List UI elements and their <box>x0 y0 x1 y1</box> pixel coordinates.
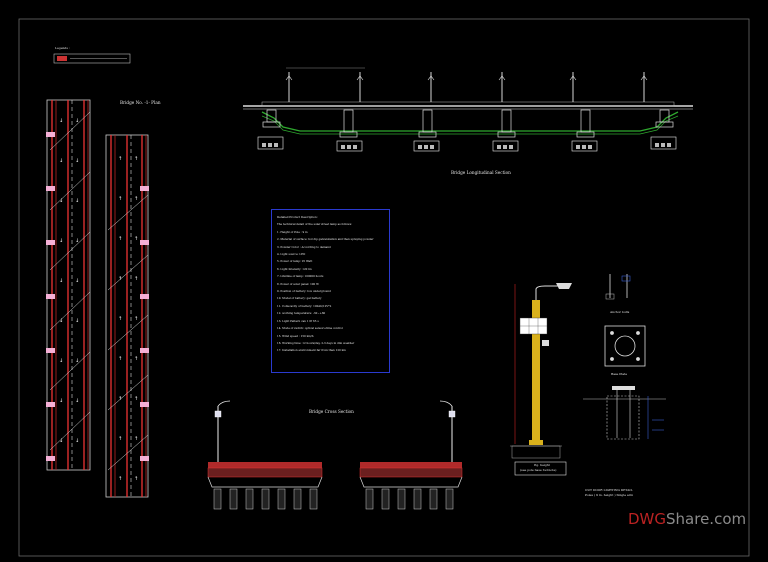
svg-text:↑: ↑ <box>118 276 122 282</box>
base-plate-label: Base Plate <box>611 372 628 376</box>
battery-box <box>542 340 549 346</box>
svg-text:↑: ↑ <box>134 276 138 282</box>
anchor-bolts-detail <box>605 274 631 300</box>
svg-text:↑: ↑ <box>118 316 122 322</box>
legend-block <box>53 53 131 64</box>
svg-text:↓: ↓ <box>75 238 79 244</box>
ftg-note-label: (see pole base footnote) <box>520 468 557 472</box>
spec-item: 10. Model of battery: gel battery <box>277 296 322 301</box>
sheet-border <box>18 18 750 557</box>
longitudinal-piles <box>257 136 677 152</box>
svg-text:↑: ↑ <box>134 436 138 442</box>
spec-item: 11. Collecavity of battery: 100Ah/12V*2 <box>277 303 332 308</box>
spec-item: 1. Height of Pole : 9 m <box>277 229 308 234</box>
svg-text:↓: ↓ <box>59 318 63 324</box>
spec-item: 15. Wind speed : 150 km/h <box>277 333 314 338</box>
spec-item: 6. Light Intensity: 120 lm <box>277 266 312 271</box>
ftg-height-label: ftg. height <box>534 463 550 467</box>
watermark-part2: Share.com <box>666 510 747 528</box>
watermark-part1: DWG <box>628 510 667 528</box>
svg-text:↓: ↓ <box>59 238 63 244</box>
lighting-pole-elevation <box>510 283 572 476</box>
svg-text:↑: ↑ <box>118 476 122 482</box>
cross-section-title: Bridge Cross Section <box>309 409 354 414</box>
svg-text:↓: ↓ <box>75 198 79 204</box>
svg-text:↓: ↓ <box>75 118 79 124</box>
svg-text:↑: ↑ <box>118 236 122 242</box>
spec-item: 9. Position of battery: box underground <box>277 289 331 294</box>
lamp-head <box>556 283 572 289</box>
svg-text:↓: ↓ <box>75 318 79 324</box>
spec-item: 7. Lifetime of lamp: 100000 hours <box>277 274 324 279</box>
spec-item: 2. Material of surface: hot dip galvaniz… <box>277 237 374 242</box>
svg-text:↑: ↑ <box>134 396 138 402</box>
svg-text:↑: ↑ <box>118 196 122 202</box>
svg-text:↓: ↓ <box>75 438 79 444</box>
legend-title: Legends : <box>55 46 70 50</box>
svg-text:↑: ↑ <box>134 196 138 202</box>
bridge-plan-right: ↑ ↑ ↑ ↑ ↑ ↑ ↑ ↑ ↑ ↑ ↑ ↑ ↑ ↑ ↑ ↑ ↑ ↑ <box>105 134 149 498</box>
svg-text:↑: ↑ <box>118 356 122 362</box>
product-description-box: Detailed Product Description: The techni… <box>271 209 390 373</box>
plan-title: Bridge No. -1- Plan <box>120 100 161 105</box>
svg-text:↑: ↑ <box>118 396 122 402</box>
spec-item: 12. working temperature: -30~+60 <box>277 311 326 316</box>
spec-item: 5. Power of lamp: 25 Watt <box>277 259 313 264</box>
svg-text:↑: ↑ <box>134 156 138 162</box>
spec-item: 14. Mode of switch: optical sensor+time … <box>277 326 343 331</box>
svg-text:↑: ↑ <box>118 436 122 442</box>
spec-item: 8. Power of solar panel: 100 W <box>277 281 319 286</box>
lighting-detail-title: OUT DOOR LIGHTING DETAIL <box>585 488 633 492</box>
svg-text:↓: ↓ <box>59 398 63 404</box>
bridge-cross-section-right <box>359 400 463 510</box>
longitudinal-section-title: Bridge Longitudinal Section <box>451 170 511 175</box>
watermark: DWGShare.com <box>628 510 746 528</box>
pole-markers <box>46 132 55 461</box>
bridge-cross-section-left <box>207 400 323 510</box>
svg-text:↓: ↓ <box>59 278 63 284</box>
svg-text:↓: ↓ <box>59 158 63 164</box>
legend-swatch <box>57 56 67 61</box>
base-plate-detail <box>604 325 646 367</box>
longitudinal-piers <box>262 109 674 138</box>
svg-text:↑: ↑ <box>134 316 138 322</box>
spec-item: 16. Working time: 12 hours/day, 2-3 days… <box>277 340 355 345</box>
svg-text:↓: ↓ <box>59 358 63 364</box>
svg-text:↓: ↓ <box>75 398 79 404</box>
spec-item: 4. Light source: LED <box>277 252 306 257</box>
svg-text:↓: ↓ <box>59 438 63 444</box>
svg-text:↓: ↓ <box>75 158 79 164</box>
spec-item: 17. Installation environment far from th… <box>277 348 346 353</box>
svg-text:↑: ↑ <box>134 356 138 362</box>
svg-text:↓: ↓ <box>75 358 79 364</box>
lighting-detail-subtitle: Poles ( 9 m. height ) Single arm <box>585 493 634 497</box>
bridge-plan-left: ↓ ↓ ↓ ↓ ↓ ↓ ↓ ↓ ↓ ↓ ↓ ↓ ↓ ↓ ↓ ↓ ↓ ↓ <box>46 99 91 471</box>
bridge-longitudinal-section <box>243 67 693 152</box>
anchor-bolts-label: Anchor bolts <box>610 310 630 314</box>
svg-text:↓: ↓ <box>75 278 79 284</box>
svg-text:↑: ↑ <box>134 236 138 242</box>
svg-text:↑: ↑ <box>118 156 122 162</box>
svg-text:↑: ↑ <box>134 476 138 482</box>
spec-item: 13. Light Pattern can 1 IP 65 s <box>277 318 319 323</box>
spec-item: 3. Powder Color : According to demand <box>277 244 331 249</box>
foundation-detail <box>583 386 666 440</box>
longitudinal-poles <box>288 72 645 102</box>
spec-title: Detailed Product Description: <box>277 215 318 219</box>
spec-intro: The technical detail of the solar street… <box>277 222 352 227</box>
svg-text:↓: ↓ <box>59 118 63 124</box>
svg-text:↓: ↓ <box>59 198 63 204</box>
